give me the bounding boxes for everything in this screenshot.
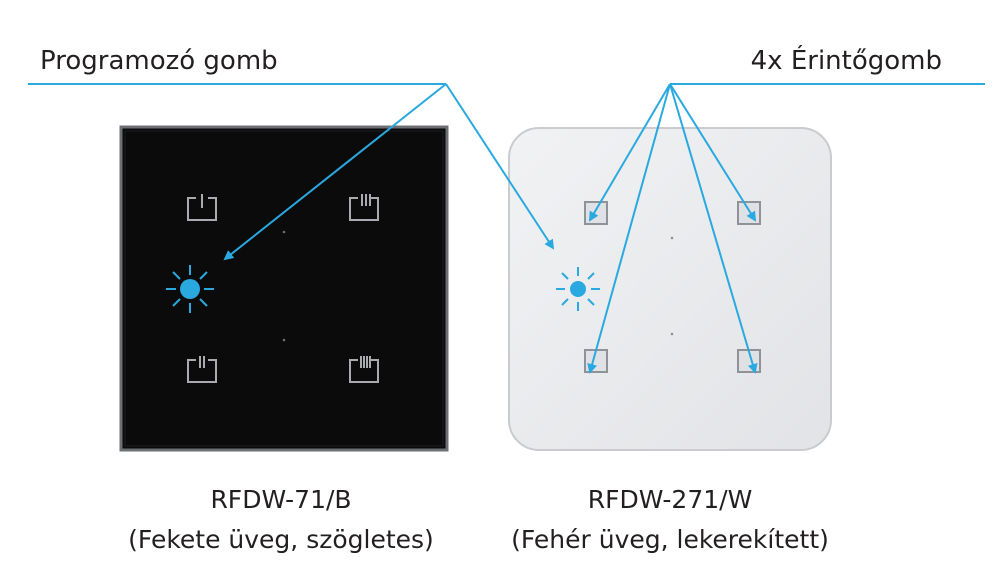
device-caption-white: RFDW-271/W (Fehér üveg, lekerekített) [480, 480, 860, 560]
status-dot [670, 332, 674, 336]
device-description: (Fekete üveg, szögletes) [128, 525, 434, 554]
callout-label-programming-button: Programozó gomb [40, 46, 278, 76]
touch-key-icon[interactable] [737, 201, 761, 225]
callout-leader-left [28, 83, 555, 261]
sun-led-icon[interactable] [556, 267, 600, 311]
sun-led-icon[interactable] [166, 265, 214, 313]
callout-leader-right [587, 83, 985, 374]
touch-key-icon[interactable] [349, 194, 379, 221]
callout-label-touch-buttons: 4x Érintőgomb [750, 46, 942, 76]
touch-key-icon[interactable] [187, 194, 217, 221]
status-dot [670, 236, 674, 240]
status-dot [282, 338, 286, 342]
status-dot [282, 230, 286, 234]
touch-key-icon[interactable] [187, 356, 217, 383]
device-model: RFDW-271/W [587, 485, 753, 514]
white-panel [508, 127, 832, 451]
device-model: RFDW-71/B [210, 485, 352, 514]
touch-key-icon[interactable] [584, 201, 608, 225]
device-caption-black: RFDW-71/B (Fekete üveg, szögletes) [91, 480, 471, 560]
device-description: (Fehér üveg, lekerekített) [511, 525, 829, 554]
black-panel [119, 125, 449, 452]
touch-key-icon[interactable] [349, 356, 379, 383]
